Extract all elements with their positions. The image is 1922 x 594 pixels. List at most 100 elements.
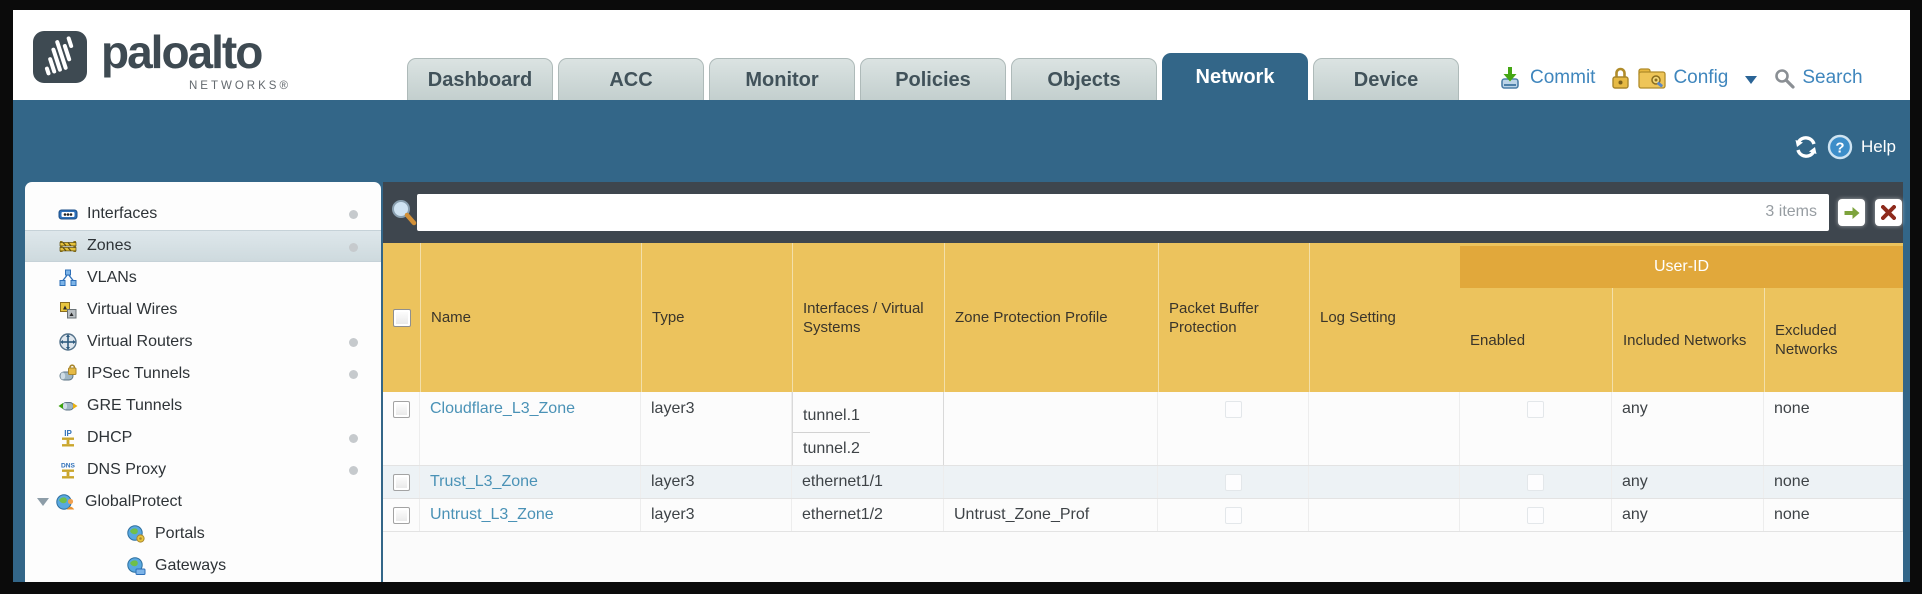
column-header-enabled[interactable]: Enabled <box>1470 331 1526 349</box>
column-header-excluded-networks[interactable]: Excluded Networks <box>1764 288 1903 392</box>
zone-name-link[interactable]: Cloudflare_L3_Zone <box>430 400 575 417</box>
tab-objects[interactable]: Objects <box>1011 58 1157 100</box>
teal-band: ? Help <box>13 100 1910 182</box>
filter-search-icon[interactable] <box>390 198 417 226</box>
packet-buffer-protection-cell <box>1158 499 1309 531</box>
virtual-routers-icon <box>59 333 77 351</box>
red-x-icon <box>1881 205 1896 220</box>
log-setting-cell <box>1309 392 1460 465</box>
packet-buffer-protection-checkbox[interactable] <box>1224 401 1242 418</box>
packet-buffer-protection-checkbox[interactable] <box>1224 506 1242 524</box>
interfaces-icon <box>58 209 78 220</box>
included-networks-cell: any <box>1612 392 1764 465</box>
zones-main-panel: 3 items <box>383 182 1903 582</box>
interface-entry: tunnel.1 <box>793 400 870 433</box>
zone-name-link[interactable]: Trust_L3_Zone <box>430 473 538 490</box>
search-button[interactable]: Search <box>1802 67 1863 88</box>
sidebar-item-globalprotect[interactable]: GlobalProtect <box>25 486 381 518</box>
zone-type-cell: layer3 <box>641 499 792 531</box>
sidebar-item-label: Interfaces <box>87 205 158 222</box>
refresh-icon[interactable] <box>1793 134 1819 160</box>
logo-subtext: NETWORKS® <box>189 80 291 92</box>
clear-filter-button[interactable] <box>1875 199 1902 226</box>
user-id-group: User-ID Enabled Included Networks Exclud… <box>1460 243 1903 392</box>
items-count: 3 items <box>1765 203 1817 220</box>
status-dot <box>349 466 358 475</box>
interface-entry: tunnel.2 <box>803 439 860 457</box>
logo-text: paloalto <box>101 26 263 78</box>
sidebar-item-virtual-wires[interactable]: Virtual Wires <box>25 294 381 326</box>
zone-name-cell: Cloudflare_L3_Zone <box>420 392 641 465</box>
column-header-log-setting[interactable]: Log Setting <box>1309 243 1460 392</box>
help-icon[interactable]: ? <box>1827 134 1853 160</box>
log-setting-cell <box>1309 499 1460 531</box>
column-header-packet-buffer-protection[interactable]: Packet Buffer Protection <box>1158 243 1309 392</box>
tab-device[interactable]: Device <box>1313 58 1459 100</box>
ipsec-tunnels-icon <box>59 364 77 381</box>
column-header-type[interactable]: Type <box>641 243 792 392</box>
sidebar-item-gre-tunnels[interactable]: GRE Tunnels <box>25 390 381 422</box>
help-button[interactable]: Help <box>1861 137 1896 156</box>
user-id-enabled-cell <box>1460 466 1612 498</box>
main-nav-tabs: Dashboard ACC Monitor Policies Objects N… <box>407 53 1464 100</box>
row-checkbox[interactable] <box>392 506 410 524</box>
column-header-name[interactable]: Name <box>420 243 641 392</box>
sidebar-item-dhcp[interactable]: IP DHCP <box>25 422 381 454</box>
sidebar-item-interfaces[interactable]: Interfaces <box>25 198 381 230</box>
filter-input[interactable] <box>417 194 1829 231</box>
select-all-checkbox[interactable] <box>392 308 411 327</box>
row-checkbox[interactable] <box>392 401 410 418</box>
row-checkbox[interactable] <box>392 473 410 491</box>
sidebar-item-label: Portals <box>155 525 205 542</box>
sidebar-item-label: DHCP <box>87 429 133 446</box>
config-button[interactable]: Config <box>1673 67 1729 88</box>
commit-button[interactable]: Commit <box>1530 67 1596 88</box>
zone-interfaces-cell: ethernet1/1 <box>792 466 944 498</box>
zone-name-link[interactable]: Untrust_L3_Zone <box>430 506 554 523</box>
zone-type-cell: layer3 <box>641 466 792 498</box>
user-id-enabled-checkbox[interactable] <box>1527 401 1544 418</box>
zone-protection-profile-cell: Untrust_Zone_Prof <box>944 499 1158 531</box>
sidebar-item-label: DNS Proxy <box>87 461 167 478</box>
zone-interfaces-cell: tunnel.1 tunnel.2 <box>792 392 944 465</box>
sidebar-item-portals[interactable]: Portals <box>25 518 381 550</box>
lock-icon[interactable] <box>1610 66 1631 90</box>
column-header-included-networks[interactable]: Included Networks <box>1612 288 1764 392</box>
config-icon[interactable] <box>1638 66 1667 90</box>
tab-acc[interactable]: ACC <box>558 58 704 100</box>
dhcp-icon: IP <box>62 429 74 447</box>
sidebar-item-label: IPSec Tunnels <box>87 365 191 382</box>
top-header: paloalto NETWORKS® Dashboard ACC Monitor… <box>13 10 1910 100</box>
svg-text:DNS: DNS <box>61 463 76 470</box>
sidebar-item-ipsec-tunnels[interactable]: IPSec Tunnels <box>25 358 381 390</box>
sidebar-item-virtual-routers[interactable]: Virtual Routers <box>25 326 381 358</box>
band-actions: ? Help <box>1793 134 1896 160</box>
sidebar-item-zones[interactable]: Zones <box>25 230 381 262</box>
expander-icon[interactable] <box>37 498 49 506</box>
status-dot <box>349 434 358 443</box>
column-header-interfaces[interactable]: Interfaces / Virtual Systems <box>792 243 944 392</box>
header-utilities: Commit Config <box>1497 65 1871 91</box>
svg-text:IP: IP <box>64 429 72 438</box>
sidebar-item-gateways[interactable]: Gateways <box>25 550 381 582</box>
search-icon[interactable] <box>1774 68 1795 89</box>
firewall-web-ui: paloalto NETWORKS® Dashboard ACC Monitor… <box>13 10 1910 582</box>
user-id-enabled-checkbox[interactable] <box>1527 506 1544 524</box>
virtual-wires-icon <box>60 302 77 319</box>
sidebar-item-vlans[interactable]: VLANs <box>25 262 381 294</box>
tab-monitor[interactable]: Monitor <box>709 58 855 100</box>
tab-policies[interactable]: Policies <box>860 58 1006 100</box>
column-header-zone-protection-profile[interactable]: Zone Protection Profile <box>944 243 1158 392</box>
sidebar-item-dns-proxy[interactable]: DNS DNS Proxy <box>25 454 381 486</box>
excluded-networks-cell: none <box>1764 392 1903 465</box>
user-id-enabled-checkbox[interactable] <box>1527 473 1544 491</box>
sidebar-item-label: GlobalProtect <box>85 493 182 510</box>
zone-type-cell: layer3 <box>641 392 792 465</box>
commit-icon[interactable] <box>1497 65 1523 91</box>
tab-dashboard[interactable]: Dashboard <box>407 58 553 100</box>
tab-network[interactable]: Network <box>1162 53 1308 100</box>
config-caret-icon[interactable] <box>1745 76 1758 84</box>
packet-buffer-protection-checkbox[interactable] <box>1224 473 1242 491</box>
apply-filter-button[interactable] <box>1838 199 1865 226</box>
paloalto-logo: paloalto NETWORKS® <box>31 26 288 92</box>
